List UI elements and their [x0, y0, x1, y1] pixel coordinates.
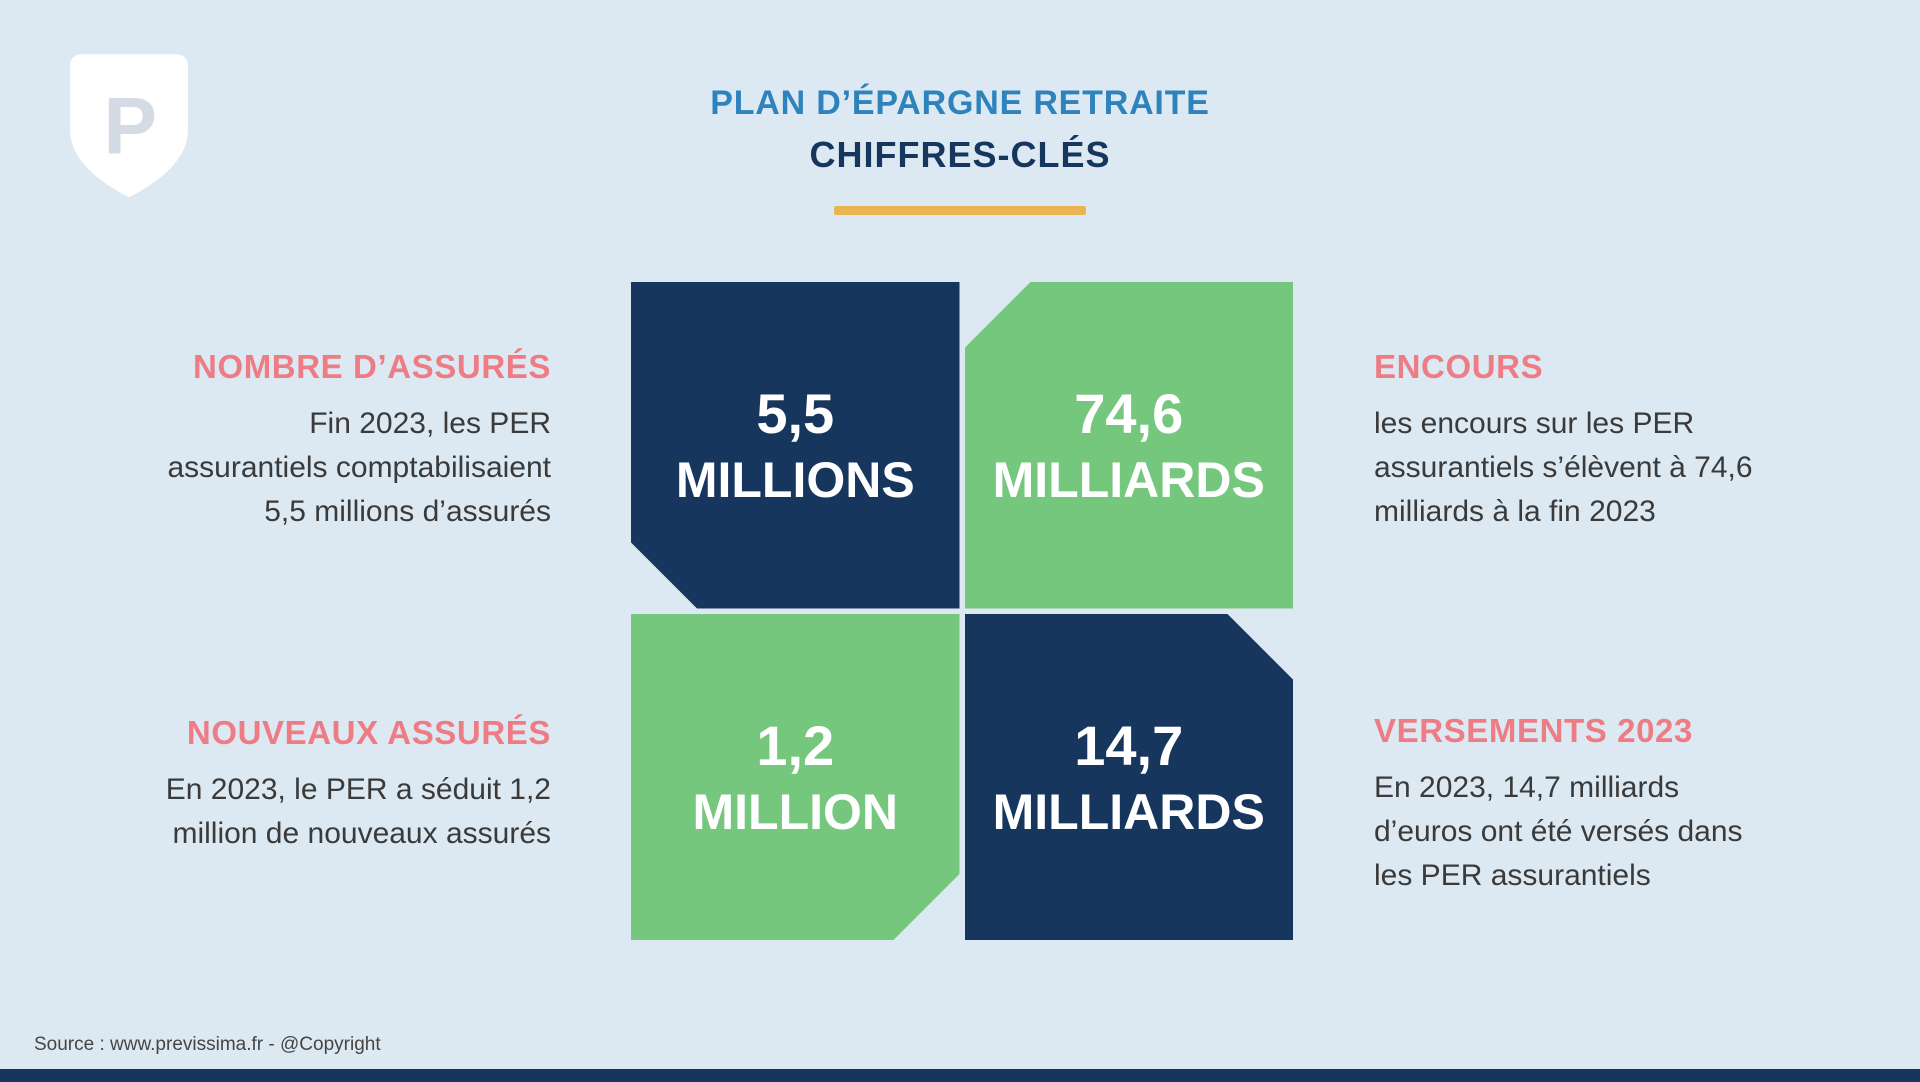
stat-description-versements-2023: En 2023, 14,7 milliards d’euros ont été … — [1374, 771, 1743, 892]
stat-unit: MILLIONS — [675, 452, 915, 508]
footer-bar — [0, 1069, 1920, 1082]
stat-tiles-grid: 5,5 MILLIONS 74,6 MILLIARDS 1,2 MILLION … — [631, 282, 1293, 940]
previssima-logo: P — [60, 46, 198, 208]
stat-tile-nombre-dassures: 5,5 MILLIONS — [631, 282, 960, 609]
stat-unit: MILLIARDS — [992, 452, 1265, 508]
stat-block-nouveaux-assures: NOUVEAUX ASSURÉS En 2023, le PER a sédui… — [81, 714, 551, 856]
stat-label-nombre-dassures: NOMBRE D’ASSURÉS — [193, 348, 551, 385]
stat-unit: MILLION — [692, 783, 899, 840]
stat-value: 5,5 — [756, 382, 835, 445]
stat-label-nouveaux-assures: NOUVEAUX ASSURÉS — [186, 714, 551, 751]
stat-value: 1,2 — [756, 713, 835, 777]
stat-description-nouveaux-assures: En 2023, le PER a séduit 1,2 million de … — [165, 773, 551, 850]
stat-tile-encours: 74,6 MILLIARDS — [964, 282, 1293, 609]
title-underline — [834, 206, 1086, 215]
stat-label-encours: ENCOURS — [1374, 348, 1544, 385]
stat-block-nombre-dassures: NOMBRE D’ASSURÉS Fin 2023, les PER assur… — [81, 348, 551, 533]
stat-tile-nouveaux-assures: 1,2 MILLION — [631, 614, 960, 941]
stat-block-encours: ENCOURS les encours sur les PER assurant… — [1374, 348, 1844, 533]
stat-unit: MILLIARDS — [992, 783, 1265, 840]
stat-block-versements-2023: VERSEMENTS 2023 En 2023, 14,7 milliards … — [1374, 712, 1844, 897]
stat-description-nombre-dassures: Fin 2023, les PER assurantiels comptabil… — [167, 407, 551, 528]
source-text: Source : www.previssima.fr - @Copyright — [34, 1034, 381, 1055]
stat-value: 74,6 — [1074, 382, 1184, 445]
page-title-line2: CHIFFRES-CLÉS — [809, 134, 1111, 175]
stat-tile-versements-2023: 14,7 MILLIARDS — [965, 614, 1294, 941]
stat-value: 14,7 — [1074, 713, 1184, 777]
stat-description-encours: les encours sur les PER assurantiels s’é… — [1374, 407, 1753, 528]
shield-icon: P — [70, 54, 188, 198]
logo-letter: P — [103, 81, 157, 171]
page-title-line1: PLAN D’ÉPARGNE RETRAITE — [710, 84, 1210, 122]
stat-label-versements-2023: VERSEMENTS 2023 — [1374, 712, 1693, 749]
